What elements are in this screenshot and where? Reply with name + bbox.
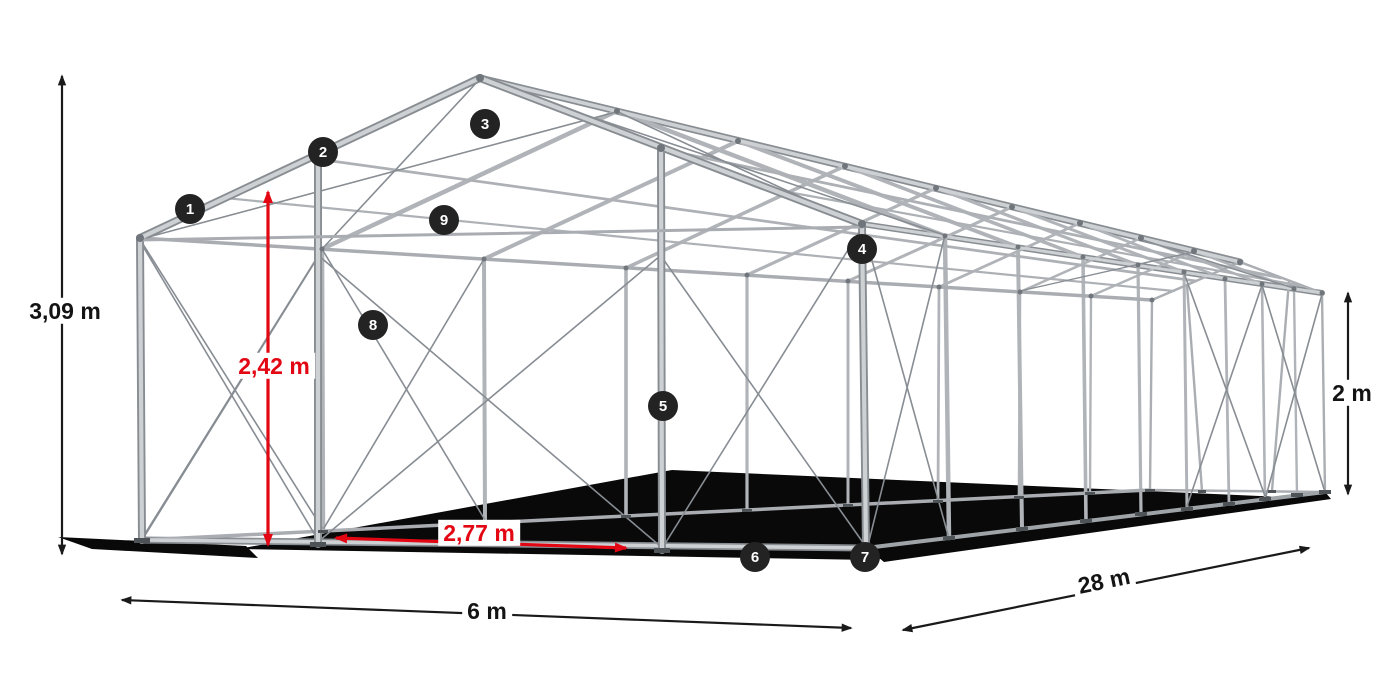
entrance-width-label: 2,77 m — [438, 519, 520, 547]
inner-height-label: 2,42 m — [233, 352, 315, 380]
callout-badge-1: 1 — [175, 194, 205, 224]
back-gable — [1148, 260, 1327, 494]
callout-badge-3: 3 — [470, 109, 500, 139]
callout-badge-9: 9 — [429, 205, 459, 235]
side-height-label: 2 m — [1327, 379, 1377, 407]
width-label: 6 m — [462, 597, 512, 625]
callout-badge-4: 4 — [847, 234, 877, 264]
base-plates — [134, 489, 1331, 553]
callout-badge-5: 5 — [648, 391, 678, 421]
callout-badge-2: 2 — [308, 137, 338, 167]
ridge-height-label: 3,09 m — [24, 297, 106, 325]
callout-badge-8: 8 — [358, 310, 388, 340]
intermediate-trusses — [319, 108, 1299, 541]
frame-joints — [136, 74, 1325, 303]
roof-rails — [138, 76, 1327, 550]
callout-badge-6: 6 — [740, 542, 770, 572]
callout-badge-7: 7 — [850, 542, 880, 572]
